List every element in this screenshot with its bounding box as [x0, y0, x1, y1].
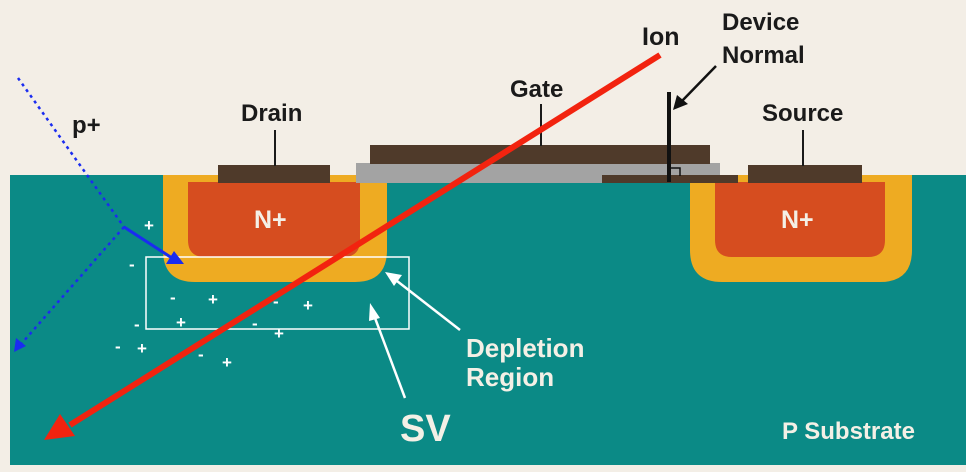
proton-scatter-track [21, 226, 125, 344]
source-label: Source [762, 100, 843, 127]
charge-plus: + [274, 324, 284, 343]
source-contact [748, 165, 862, 183]
right-angle-marker [669, 167, 681, 176]
charge-minus: - [129, 255, 135, 274]
device-normal-arrow-shaft [680, 65, 717, 103]
gate-label: Gate [510, 76, 563, 103]
ion-track [68, 52, 662, 428]
ion-arrowhead [44, 414, 75, 440]
sv-arrowhead [369, 303, 380, 321]
proton-scatter-arrowhead [14, 338, 26, 352]
proton-incident-track [16, 77, 126, 228]
sv-arrow-shaft [373, 317, 407, 399]
depletion-region-label-line1: Depletion [466, 333, 584, 363]
gate-electrode [370, 145, 710, 164]
depletion-arrow-shaft [396, 280, 461, 331]
drain-contact [218, 165, 330, 183]
device-normal-arrow-head [673, 95, 688, 110]
generated-charges: + - - + - + - + - + - + - + [115, 216, 313, 372]
p-substrate-label: P Substrate [782, 418, 915, 445]
charge-plus: + [176, 313, 186, 332]
device-normal-label-line1: Device [722, 9, 799, 36]
sv-label: SV [400, 408, 451, 450]
proton-label: p+ [72, 112, 101, 139]
depletion-region-label-line2: Region [466, 362, 554, 392]
drain-n-plus-label: N+ [254, 206, 287, 234]
charge-plus: + [137, 339, 147, 358]
charge-minus: - [198, 345, 204, 364]
source-n-plus-label: N+ [781, 206, 814, 234]
recoil-track [123, 225, 173, 260]
charge-minus: - [273, 292, 279, 311]
charge-plus: + [303, 296, 313, 315]
charge-minus: - [170, 288, 176, 307]
device-normal-label-line2: Normal [722, 42, 805, 69]
drain-n-plus [188, 182, 360, 257]
source-n-plus [715, 182, 885, 257]
drain-label: Drain [241, 100, 302, 127]
ion-label: Ion [642, 23, 680, 51]
charge-minus: - [252, 314, 258, 333]
charge-plus: + [208, 290, 218, 309]
charge-plus: + [222, 353, 232, 372]
charge-plus: + [144, 216, 154, 235]
depletion-arrowhead [385, 272, 402, 286]
charge-minus: - [115, 337, 121, 356]
sensitive-volume-box [145, 256, 410, 330]
charge-minus: - [134, 315, 140, 334]
recoil-arrowhead [166, 251, 184, 264]
